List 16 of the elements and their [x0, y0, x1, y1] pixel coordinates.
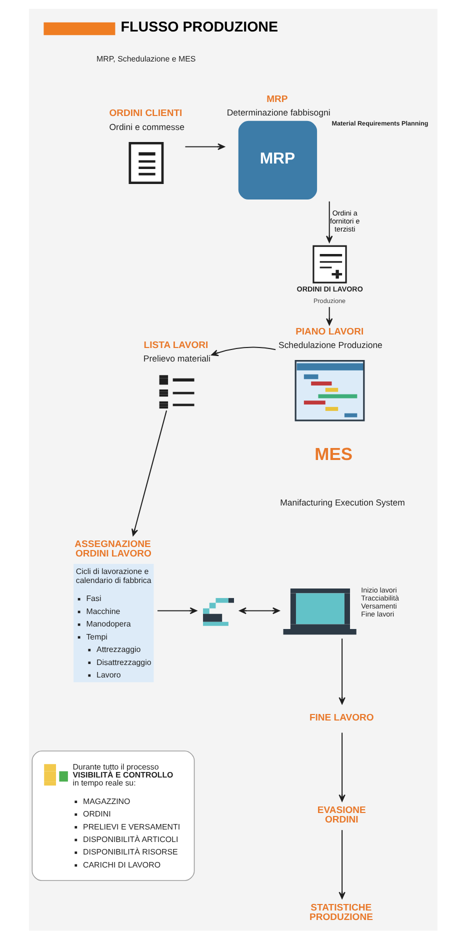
node-label: Determinazione fabbisogni [226, 108, 330, 118]
diagram-title: FLUSSO PRODUZIONE [120, 19, 278, 36]
node-label: ORDINI CLIENTI [108, 108, 182, 120]
node-label: LISTA LAVORI [143, 340, 208, 351]
node-label: Ordini e commesse [108, 122, 184, 132]
node-text: EVASIONE ORDINI [316, 805, 366, 826]
node-label: Prelievo materiali [142, 353, 210, 364]
label: Manifacturing Execution System [280, 497, 404, 508]
node-label: Schedulazione Produzione [278, 340, 382, 350]
node-text: STATISTICHE PRODUZIONE [308, 902, 372, 923]
node-label: MRP [266, 94, 288, 105]
node-label: ASSEGNAZIONE ORDINI LAVORO [74, 538, 151, 560]
node-label: PIANO LAVORI [295, 326, 364, 338]
node-text: FINE LAVORO [308, 712, 374, 724]
label: MRP, Schedulazione e MES [96, 54, 196, 64]
label: MES [314, 444, 352, 464]
